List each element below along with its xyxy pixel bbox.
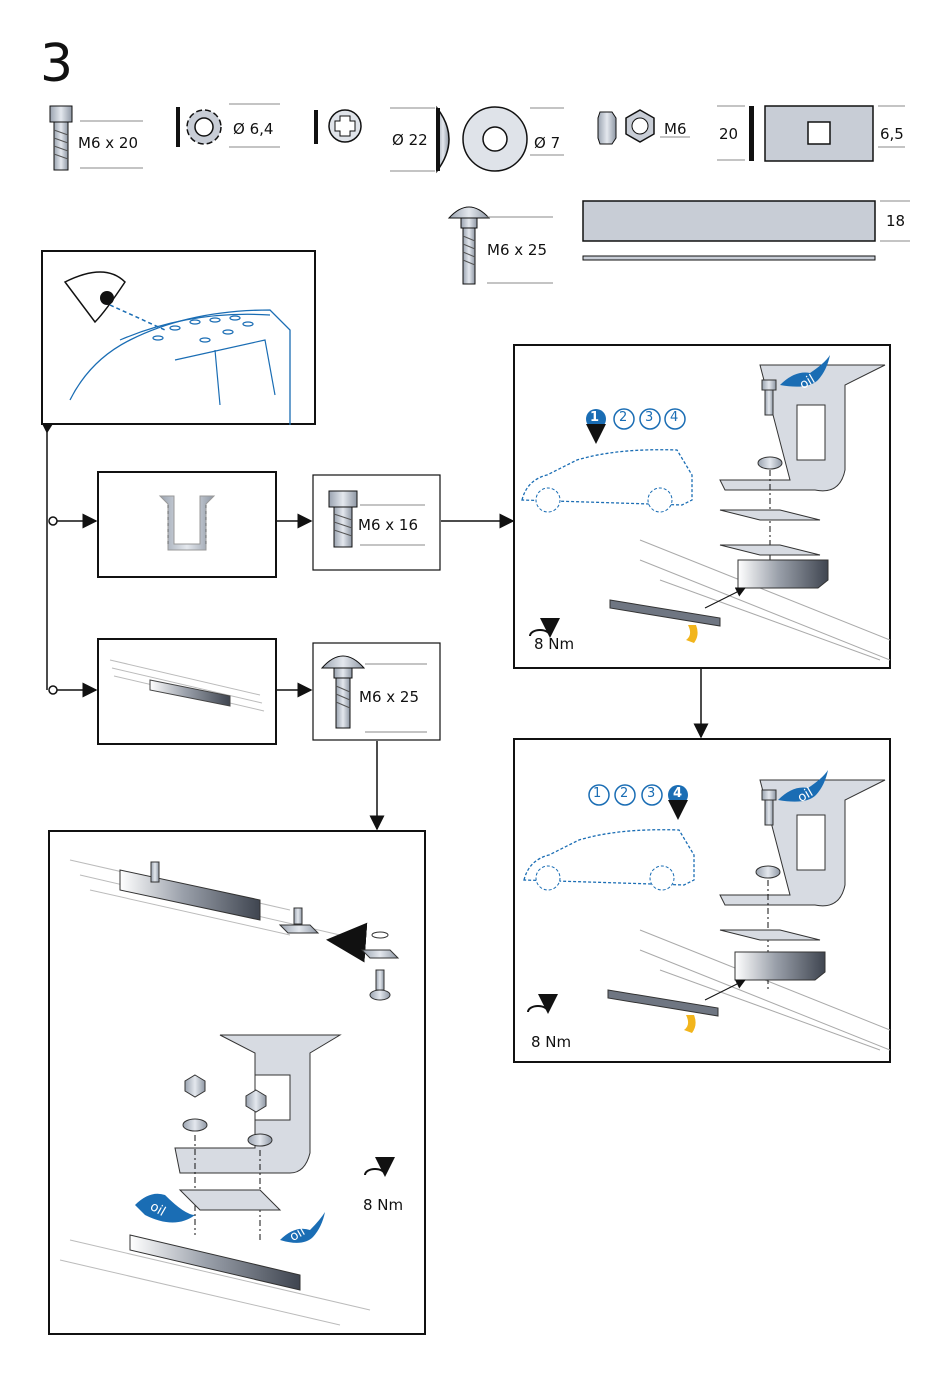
square-plate-icon xyxy=(717,106,905,161)
torque-label: 8 Nm xyxy=(534,635,574,653)
step-indicator-1: 1 xyxy=(590,410,599,425)
roof-rail-box xyxy=(98,639,276,744)
step-indicator-2: 2 xyxy=(620,786,628,801)
washer-d7-label: Ø 7 xyxy=(534,134,560,152)
step-indicator-4: 4 xyxy=(670,410,678,425)
step-indicator-3: 3 xyxy=(645,410,653,425)
torque-label: 8 Nm xyxy=(363,1196,403,1214)
panel-step-1 xyxy=(514,345,890,668)
step-indicator-2: 2 xyxy=(619,410,627,425)
strip-18-label: 18 xyxy=(886,212,905,230)
toothed-washer-label: Ø 6,4 xyxy=(233,120,273,138)
step-indicator-4: 4 xyxy=(673,786,682,801)
panel-rail-mount xyxy=(49,831,425,1334)
plate-65-label: 6,5 xyxy=(880,125,904,143)
panel-step-4 xyxy=(514,739,890,1062)
carriage-bolt-label: M6 x 25 xyxy=(487,241,547,259)
inspect-roof-illustration xyxy=(42,251,315,425)
nut-label: M6 xyxy=(664,120,687,138)
plate-20-label: 20 xyxy=(719,125,738,143)
step-indicator-3: 3 xyxy=(647,786,655,801)
bolt-m6x16-label: M6 x 16 xyxy=(358,516,418,534)
lock-washer-icon xyxy=(314,110,361,144)
threaded-insert-box xyxy=(98,472,276,577)
step-indicator-1: 1 xyxy=(593,786,601,801)
bolt-m6x25-label: M6 x 25 xyxy=(359,688,419,706)
bolt-m6x20-label: M6 x 20 xyxy=(78,134,138,152)
spacer-d22-label: Ø 22 xyxy=(392,131,428,149)
rubber-strip-icon xyxy=(583,201,910,260)
torque-label: 8 Nm xyxy=(531,1033,571,1051)
